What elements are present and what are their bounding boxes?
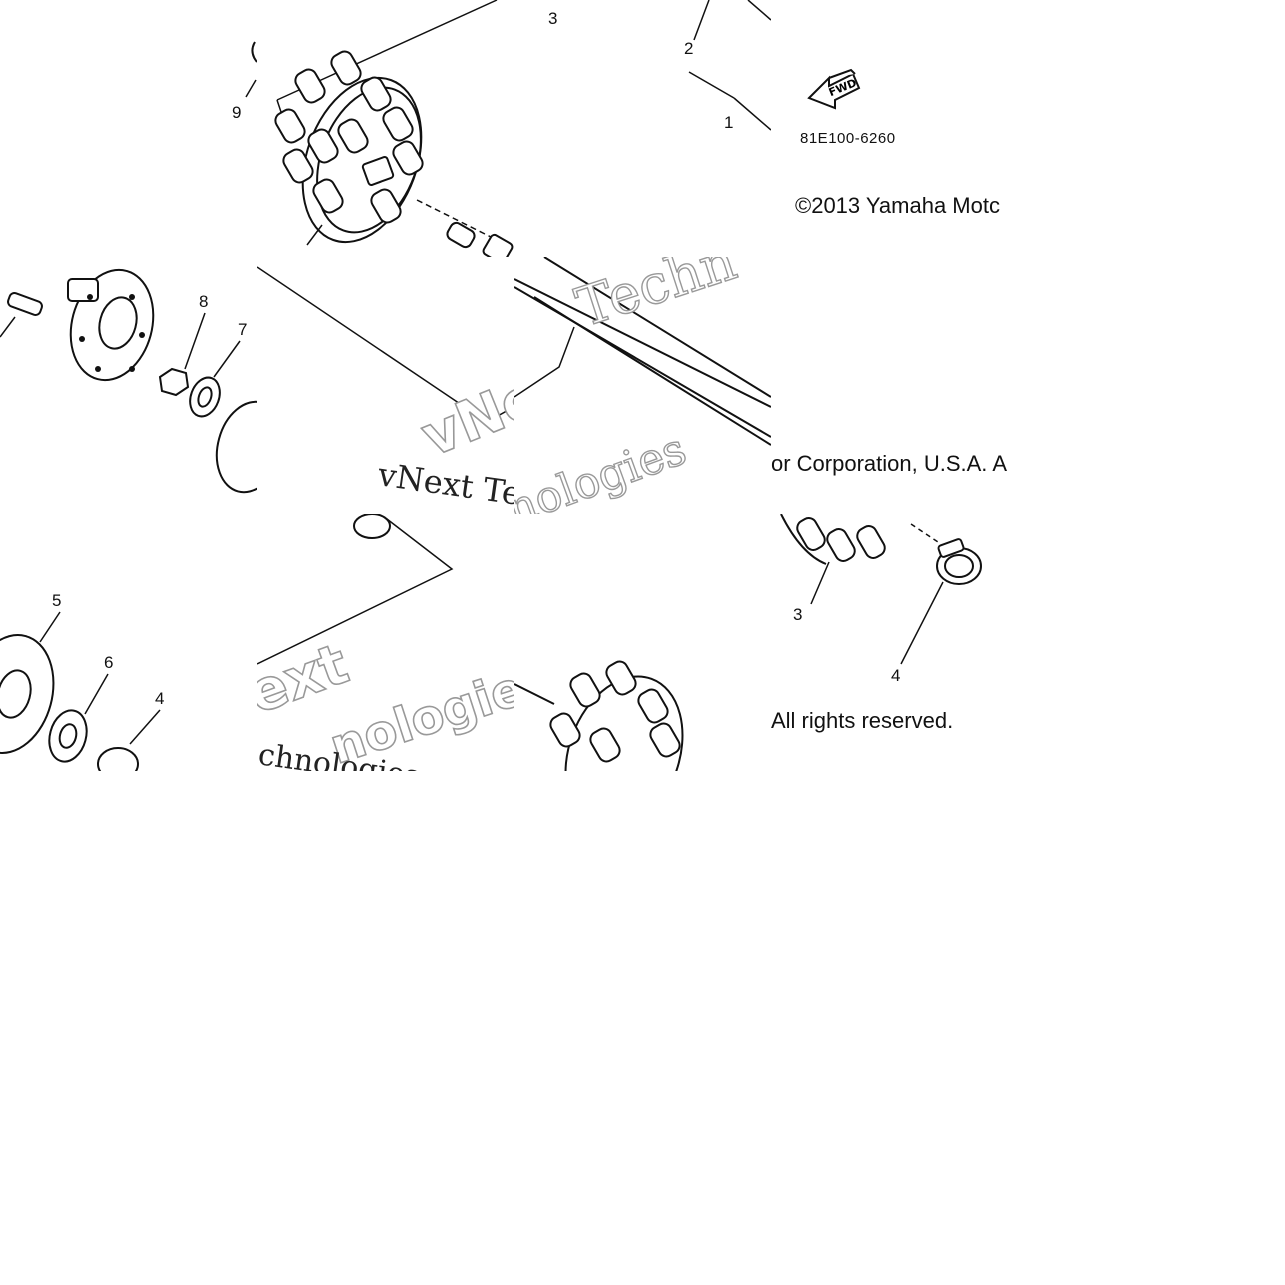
tile-sprocket-top: 9 [0,0,257,257]
sprocket-lower-drawing [514,660,684,771]
tile-parts-1-2-3: 3 2 1 [514,0,771,257]
tile-hub: 8 7 [0,257,257,514]
callout-2: 2 [684,39,693,58]
callout-4-left: 4 [155,689,164,708]
hub-drawing: 8 7 [0,268,257,494]
tile-frame-lower: ext nologies chnologies [257,514,514,771]
fwd-arrow-drawing: FWD [807,68,861,110]
part-code: 81E100-6260 [800,130,896,147]
sprocket-drawing [274,0,514,257]
tile-clamp: 3 4 All rights reserved. [771,514,1028,771]
sprocket-drawing-left: 9 [232,41,257,122]
clamp-drawing: 3 4 [780,514,982,685]
assembly-lines: 3 2 1 [548,0,771,132]
callout-8: 8 [199,292,208,311]
watermark-ext: ext [257,632,357,728]
callout-7: 7 [238,320,247,339]
copyright-line-3: All rights reserved. [771,708,954,733]
tile-copyright: or Corporation, U.S.A. A [771,257,1028,514]
callout-3-top: 3 [548,9,557,28]
callout-1: 1 [724,113,733,132]
copyright-line-1: ©2013 Yamaha Motc [795,193,1000,218]
frame-lower-drawing: ext nologies chnologies [257,514,514,771]
tile-shaft: Techn nologies [514,257,771,514]
tile-frame-lines: vNe vNext Tec [257,257,514,514]
frame-drawing: vNe vNext Tec [257,266,514,514]
callout-5: 5 [52,591,61,610]
watermark-vnext-tec: vNext Tec [375,455,514,514]
tile-sprocket-lower [514,514,771,771]
shaft-drawing: Techn nologies [514,257,771,514]
watermark-vne: vNe [413,364,514,470]
callout-4-right: 4 [891,666,900,685]
copyright-line-2: or Corporation, U.S.A. A [771,451,1007,476]
watermark-nologies: nologies [514,424,693,514]
tile-fwd: FWD 81E100-6260 ©2013 Yamaha Motc [771,0,1028,257]
callout-3-lower: 3 [793,605,802,624]
bearing-drawing: 5 6 4 [0,591,164,771]
tile-bearings: 5 6 4 [0,514,257,771]
callout-6: 6 [104,653,113,672]
tile-sprocket-main [257,0,514,257]
callout-9: 9 [232,103,241,122]
